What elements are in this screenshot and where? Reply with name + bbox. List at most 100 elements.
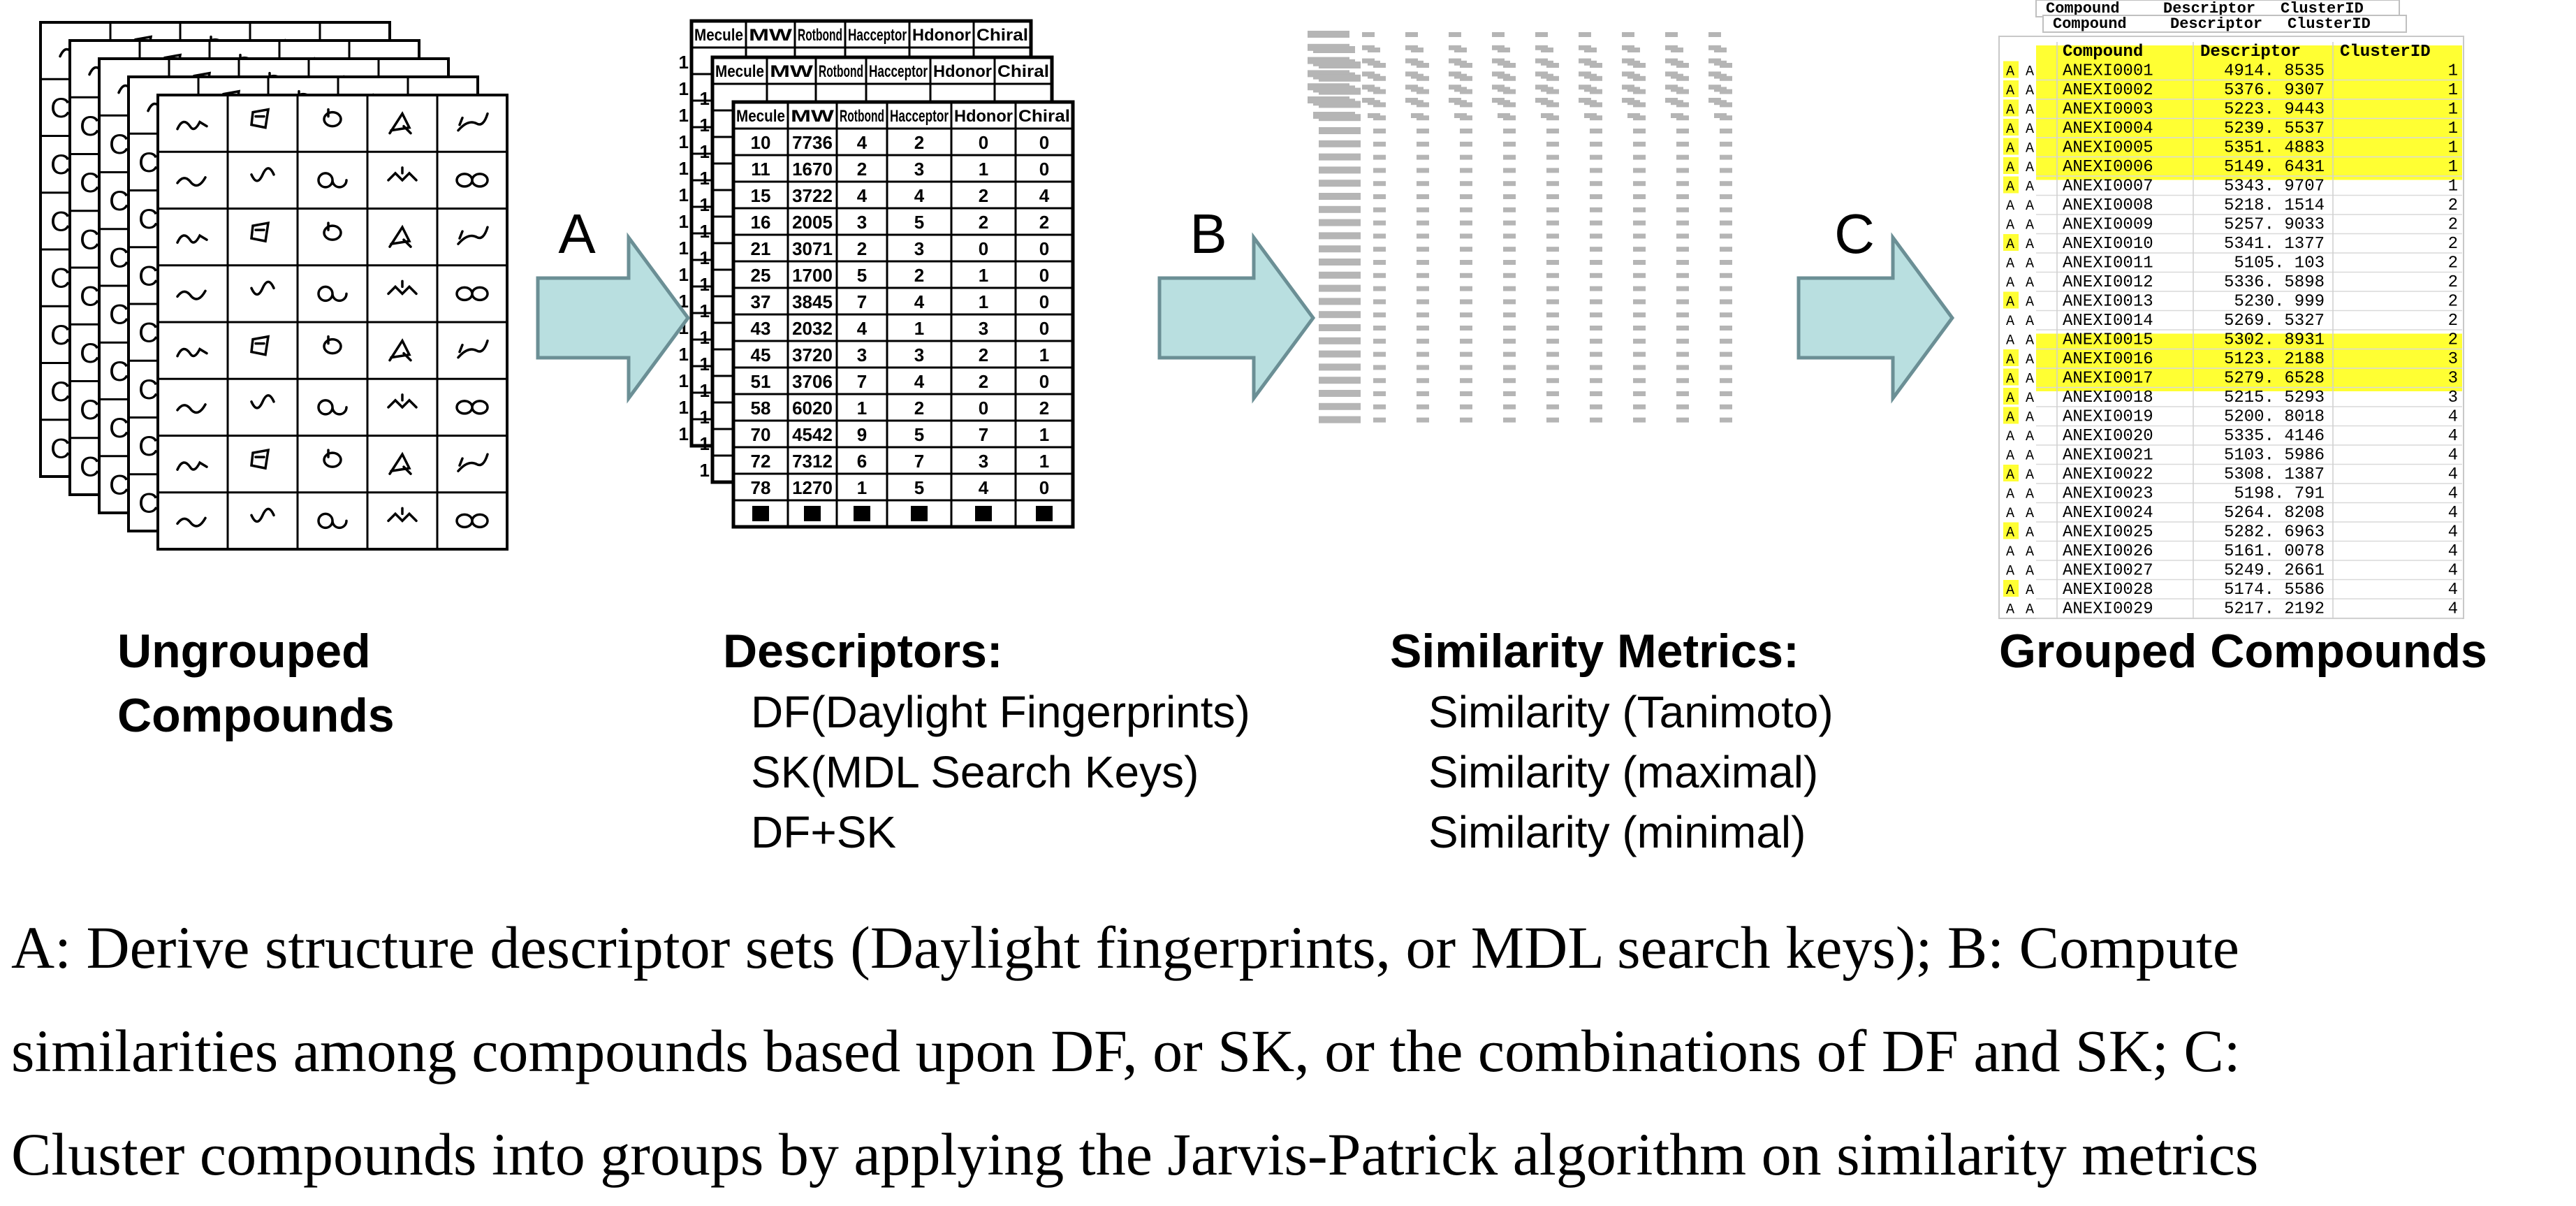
matrix-cell xyxy=(1590,391,1602,396)
matrix-cell xyxy=(1676,181,1689,187)
matrix-cell xyxy=(1590,102,1602,108)
descriptor-cell: 7 xyxy=(914,451,924,472)
matrix-cell xyxy=(1676,168,1689,173)
step-arrow-a: A xyxy=(536,203,691,404)
matrix-cell xyxy=(1417,247,1429,252)
matrix-cell xyxy=(1417,63,1429,68)
descriptor-header-cell: Chiral xyxy=(1018,107,1070,126)
matrix-cell xyxy=(1362,32,1375,37)
matrix-cell xyxy=(1373,286,1386,291)
descriptor-header-cell: Mecule xyxy=(694,26,743,45)
matrix-cell xyxy=(1417,326,1429,330)
matrix-cell xyxy=(1417,338,1429,344)
matrix-cell xyxy=(1417,154,1429,160)
descriptor-cell: 2 xyxy=(857,159,867,180)
matrix-cell xyxy=(1460,220,1472,226)
matrix-cell xyxy=(1460,351,1472,357)
grouped-cell-compound: ANEXI0014 xyxy=(2063,312,2153,330)
grouped-cell-cluster: 2 xyxy=(2448,235,2458,254)
descriptor-header-cell: Rotbond xyxy=(819,62,863,81)
row-marker-highlight xyxy=(2003,388,2019,405)
matrix-cell xyxy=(1676,299,1689,305)
matrix-cell xyxy=(1460,89,1472,94)
matrix-cell xyxy=(1714,48,1727,52)
grouped-cell-compound: ANEXI0005 xyxy=(2063,139,2153,158)
grouped-cell-compound: ANEXI0023 xyxy=(2063,485,2153,504)
descriptor-cell: 1 xyxy=(857,398,867,419)
descriptor-cell: 43 xyxy=(751,318,771,339)
sheet-edge-glyph: 1 xyxy=(700,354,710,375)
grouped-cell-cluster: 4 xyxy=(2448,485,2458,504)
matrix-cell xyxy=(1676,404,1689,409)
matrix-cell xyxy=(1503,404,1516,409)
grouped-cell-descriptor: 5308. 1387 xyxy=(2224,465,2325,484)
matrix-cell xyxy=(1373,129,1386,133)
grouped-cell-cluster: 1 xyxy=(2448,139,2458,158)
descriptors-title: Descriptors: xyxy=(723,625,1003,678)
sheet-edge-glyph: 1 xyxy=(700,221,710,242)
matrix-cell xyxy=(1417,102,1429,108)
sheet-edge-glyph: C xyxy=(109,413,129,444)
grouped-cell-cluster: 1 xyxy=(2448,62,2458,81)
matrix-cell xyxy=(1633,417,1646,423)
matrix-cell xyxy=(1417,141,1429,147)
molecule-structure xyxy=(323,221,342,241)
matrix-cell xyxy=(1676,365,1689,370)
matrix-cell xyxy=(1720,378,1732,384)
matrix-cell xyxy=(1460,391,1472,396)
grouped-cell-compound: ANEXI0025 xyxy=(2063,523,2153,542)
grouped-cell-cluster: 4 xyxy=(2448,542,2458,561)
matrix-cell xyxy=(1633,154,1646,160)
sheet-edge-glyph: 1 xyxy=(679,211,689,232)
matrix-cell xyxy=(1590,141,1602,147)
matrix-cell xyxy=(1546,154,1559,160)
matrix-cell xyxy=(1503,194,1516,199)
arrow-c-shape xyxy=(1796,232,1955,404)
matrix-cell xyxy=(1676,89,1689,94)
grouped-cell-descriptor: 5200. 8018 xyxy=(2224,408,2325,427)
molecule-structure xyxy=(176,516,207,528)
descriptor-cell: 3720 xyxy=(792,344,833,365)
matrix-cell xyxy=(1460,102,1472,108)
matrix-cell xyxy=(1633,168,1646,173)
matrix-cell xyxy=(1590,154,1602,160)
row-marker-highlight xyxy=(2003,138,2019,155)
descriptor-cell: 2 xyxy=(979,344,988,365)
matrix-cell xyxy=(1503,351,1516,357)
row-marker: A xyxy=(2026,429,2034,445)
row-marker-highlight xyxy=(2003,368,2019,386)
molecule-structure xyxy=(250,167,275,182)
grouped-header-cell: ClusterID xyxy=(2288,15,2371,33)
matrix-cell xyxy=(1460,75,1472,81)
descriptor-cell: 7 xyxy=(857,291,867,312)
matrix-cell xyxy=(1373,154,1386,160)
highlighted-row xyxy=(2036,353,2462,372)
descriptor-header-cell: MW xyxy=(749,26,792,45)
descriptors-list: DF(Daylight Fingerprints) SK(MDL Search … xyxy=(751,682,1250,862)
matrix-cell xyxy=(1590,286,1602,291)
sheet-edge-glyph: C xyxy=(138,488,159,518)
grouped-cell-cluster: 3 xyxy=(2448,370,2458,388)
row-marker: A xyxy=(2006,564,2014,580)
row-marker: A xyxy=(2026,333,2034,349)
matrix-cell xyxy=(1546,168,1559,173)
matrix-cell xyxy=(1503,154,1516,160)
descriptor-cell: 11 xyxy=(751,159,770,180)
sheet-edge-glyph: 1 xyxy=(679,238,689,259)
matrix-cell xyxy=(1503,75,1516,81)
matrix-cell xyxy=(1417,220,1429,226)
matrix-cell xyxy=(1503,181,1516,187)
grouped-cell-compound: ANEXI0003 xyxy=(2063,101,2153,119)
sheet-edge-glyph: C xyxy=(80,451,100,482)
matrix-cell xyxy=(1417,286,1429,291)
descriptor-cell: 0 xyxy=(979,238,988,259)
similarity-sheet xyxy=(1313,46,1727,119)
matrix-cell xyxy=(1671,48,1683,52)
matrix-cell xyxy=(1676,273,1689,278)
row-marker: A xyxy=(2026,449,2034,465)
descriptor-cell: 45 xyxy=(751,344,771,365)
row-marker-highlight xyxy=(2003,580,2019,597)
matrix-row-label xyxy=(1308,31,1349,38)
